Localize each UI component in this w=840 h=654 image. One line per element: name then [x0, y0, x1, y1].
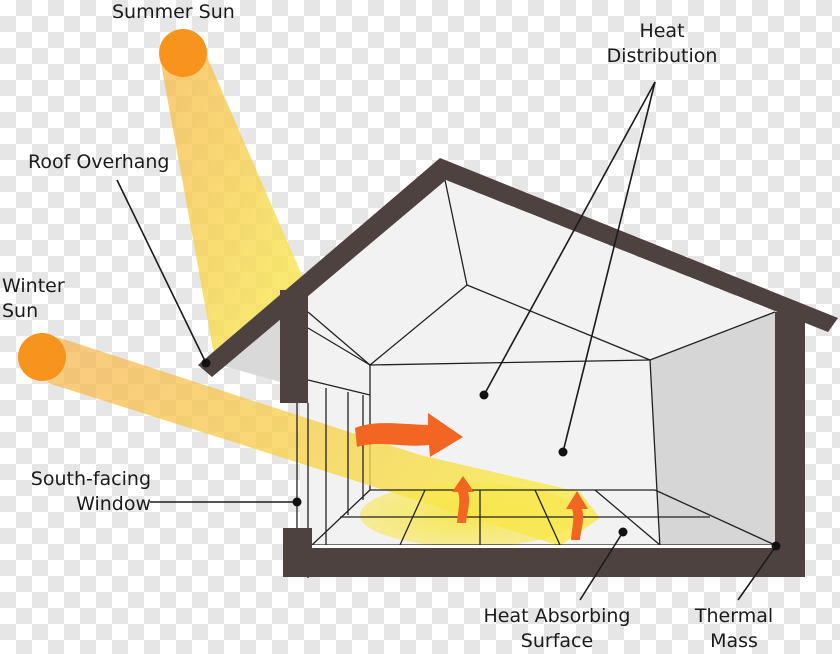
roof	[198, 158, 838, 377]
label-south-facing-window: South-facing Window	[30, 468, 151, 515]
leader-dots	[201, 358, 781, 551]
label-heat-absorbing-surface: Heat Absorbing Surface	[483, 605, 631, 652]
floor-slab	[283, 545, 805, 577]
back-wall	[775, 312, 805, 577]
house-structure	[198, 158, 838, 577]
label-summer-sun: Summer Sun	[112, 1, 235, 23]
label-thermal-mass: Thermal Mass	[694, 605, 774, 652]
heat-arrow-up-right	[566, 491, 588, 540]
label-heat-distribution: Heat Distribution	[606, 20, 718, 67]
floor-slab-highlight	[312, 545, 775, 548]
winter-sun-icon	[18, 333, 66, 381]
label-roof-overhang: Roof Overhang	[28, 151, 170, 173]
label-winter-sun: Winter Sun	[2, 275, 65, 322]
heat-arrow-horizontal	[355, 413, 463, 457]
summer-sun-icon	[159, 29, 207, 77]
floor-sunlight	[360, 483, 580, 547]
heat-arrow-up-left	[452, 476, 474, 523]
heat-arrows	[355, 413, 588, 540]
right-wall-shade	[650, 312, 775, 548]
summer-sunbeam	[160, 52, 305, 360]
leader-lines	[116, 81, 777, 601]
front-wall	[280, 290, 308, 403]
